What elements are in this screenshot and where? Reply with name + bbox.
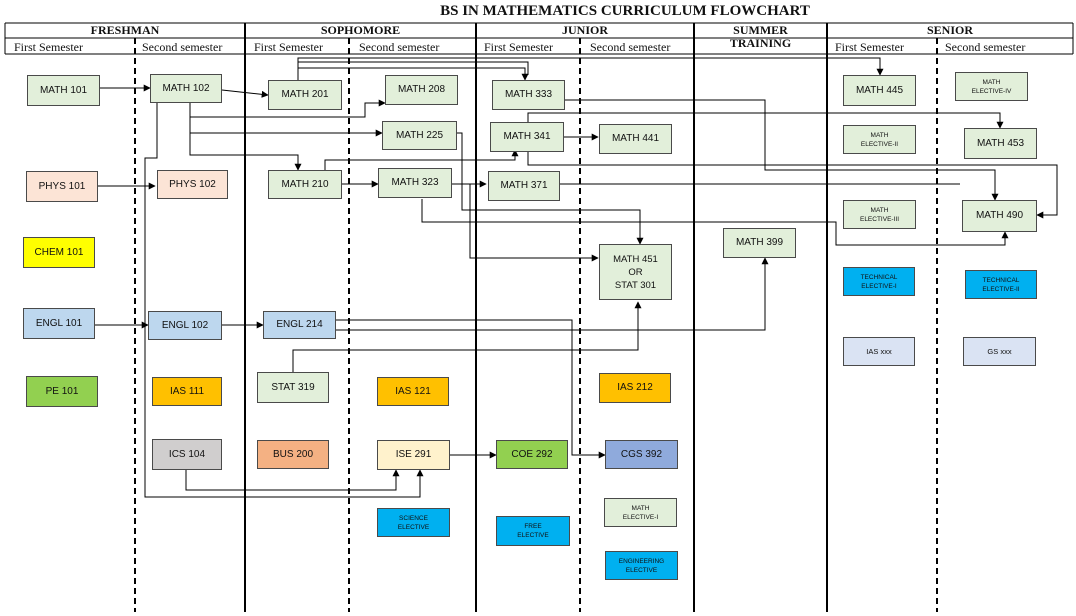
math451-line2: OR [628,266,643,278]
math-elective-iii-line2: ELECTIVE-III [859,215,899,223]
course-chem101[interactable]: CHEM 101 [23,237,95,268]
course-math208[interactable]: MATH 208 [385,75,458,105]
semester-freshman-first: First Semester [14,40,83,54]
science-elective-line2: ELECTIVE [397,523,430,531]
course-ise291[interactable]: ISE 291 [377,440,450,470]
technical-elective-ii-line1: TECHNICAL [982,276,1020,284]
course-math453[interactable]: MATH 453 [964,128,1037,159]
course-technical-elective-ii[interactable]: TECHNICAL ELECTIVE-II [965,270,1037,299]
technical-elective-i-line1: TECHNICAL [860,273,898,281]
course-ics104[interactable]: ICS 104 [152,439,222,470]
course-math490[interactable]: MATH 490 [962,200,1037,232]
course-math399[interactable]: MATH 399 [723,228,796,258]
math-elective-iii-line1: MATH [870,206,889,214]
math-elective-ii-line1: MATH [870,131,889,139]
year-summer-line2: TRAINING [729,36,792,50]
engineering-elective-line2: ELECTIVE [625,566,658,574]
course-math-elective-iii[interactable]: MATH ELECTIVE-III [843,200,916,229]
course-math-elective-i[interactable]: MATH ELECTIVE-I [604,498,677,527]
course-math341[interactable]: MATH 341 [490,122,564,152]
year-summer-line1: SUMMER [733,23,788,37]
course-engl101[interactable]: ENGL 101 [23,308,95,339]
course-engl102[interactable]: ENGL 102 [148,311,222,340]
course-ias212[interactable]: IAS 212 [599,373,671,403]
course-ias111[interactable]: IAS 111 [152,377,222,406]
course-math201[interactable]: MATH 201 [268,80,342,110]
course-cgs392[interactable]: CGS 392 [605,440,678,469]
math-elective-i-line1: MATH [631,504,650,512]
course-math225[interactable]: MATH 225 [382,121,457,150]
course-engineering-elective[interactable]: ENGINEERING ELECTIVE [605,551,678,580]
course-math441[interactable]: MATH 441 [599,124,672,154]
engineering-elective-line1: ENGINEERING [618,557,665,565]
semester-junior-second: Second semester [590,40,671,54]
year-freshman: FRESHMAN [90,23,160,37]
semester-junior-first: First Semester [484,40,553,54]
math-elective-i-line2: ELECTIVE-I [622,513,659,521]
course-math210[interactable]: MATH 210 [268,170,342,199]
course-ias121[interactable]: IAS 121 [377,377,449,406]
course-pe101[interactable]: PE 101 [26,376,98,407]
course-math102[interactable]: MATH 102 [150,74,222,103]
technical-elective-i-line2: ELECTIVE-I [861,282,897,290]
course-math371[interactable]: MATH 371 [488,171,560,201]
course-free-elective[interactable]: FREE ELECTIVE [496,516,570,546]
semester-sophomore-second: Second semester [359,40,440,54]
prerequisite-arrows [95,57,1058,498]
semester-sophomore-first: First Semester [254,40,323,54]
course-math101[interactable]: MATH 101 [27,75,100,106]
year-senior: SENIOR [926,23,973,37]
free-elective-line2: ELECTIVE [517,532,549,539]
year-summer-training: SUMMER TRAINING [694,24,827,50]
free-elective-line1: FREE [524,523,542,530]
course-phys102[interactable]: PHYS 102 [157,170,228,199]
course-technical-elective-i[interactable]: TECHNICAL ELECTIVE-I [843,267,915,296]
year-sophomore: SOPHOMORE [320,23,401,37]
course-math-elective-ii[interactable]: MATH ELECTIVE-II [843,125,916,154]
course-coe292[interactable]: COE 292 [496,440,568,469]
semester-senior-first: First Semester [835,40,904,54]
math-elective-iv-line2: ELECTIVE-IV [971,87,1012,95]
math-elective-ii-line2: ELECTIVE-II [860,140,899,148]
course-gs-xxx[interactable]: GS xxx [963,337,1036,366]
course-science-elective[interactable]: SCIENCE ELECTIVE [377,508,450,537]
course-engl214[interactable]: ENGL 214 [263,311,336,339]
course-bus200[interactable]: BUS 200 [257,440,329,469]
course-math445[interactable]: MATH 445 [843,75,916,106]
semester-senior-second: Second semester [945,40,1026,54]
course-math-elective-iv[interactable]: MATH ELECTIVE-IV [955,72,1028,101]
course-stat319[interactable]: STAT 319 [257,372,329,403]
science-elective-line1: SCIENCE [399,514,428,522]
math451-line1: MATH 451 [613,253,658,265]
course-math333[interactable]: MATH 333 [492,80,565,110]
course-phys101[interactable]: PHYS 101 [26,171,98,202]
page-title: BS IN MATHEMATICS CURRICULUM FLOWCHART [440,3,810,19]
year-junior: JUNIOR [561,23,608,37]
course-math451-or-stat301[interactable]: MATH 451 OR STAT 301 [599,244,672,300]
year-separators [244,23,828,612]
header-grid [4,22,1074,55]
course-math323[interactable]: MATH 323 [378,168,452,198]
technical-elective-ii-line2: ELECTIVE-II [982,285,1020,293]
semester-freshman-second: Second semester [142,40,223,54]
math-elective-iv-line1: MATH [982,78,1001,86]
semester-separators [134,38,938,612]
math451-line3: STAT 301 [614,279,657,291]
course-ias-xxx[interactable]: IAS xxx [843,337,915,366]
